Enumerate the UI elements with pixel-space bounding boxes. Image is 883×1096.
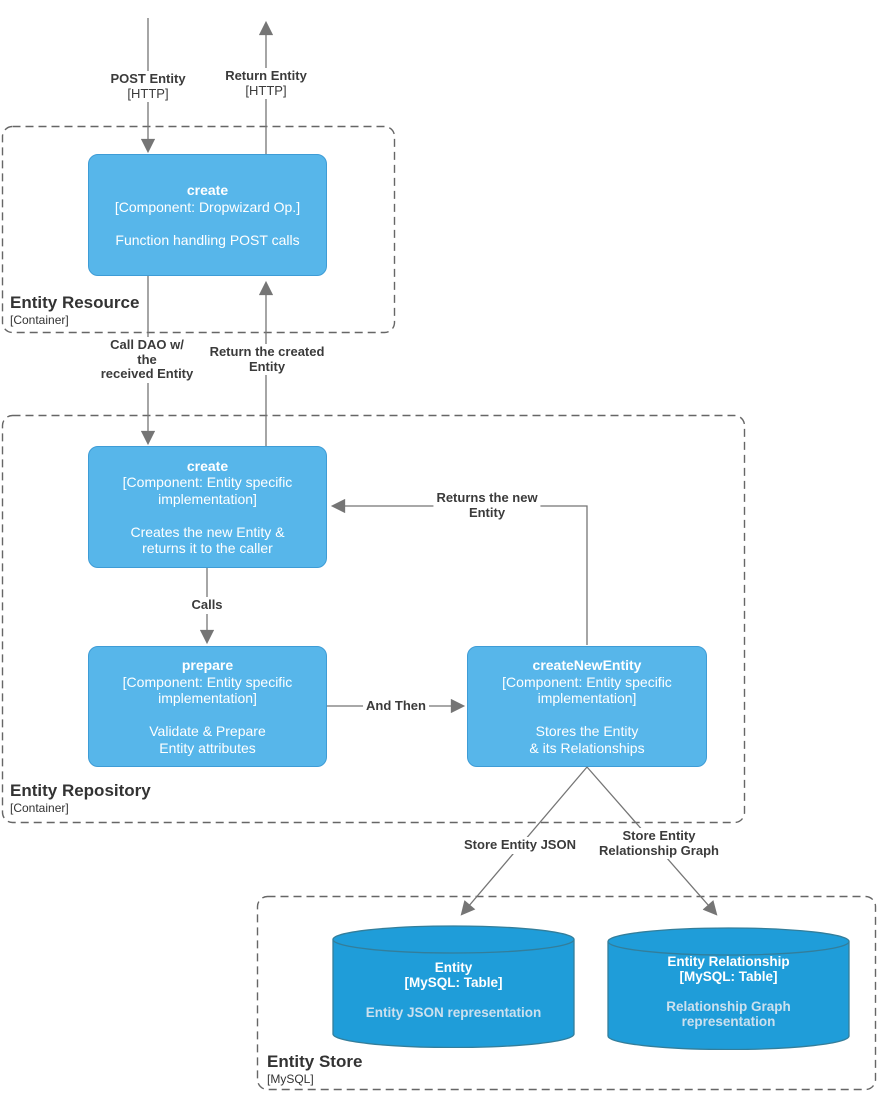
component-title: create (186, 457, 229, 474)
edge-label-and-then: And Then (363, 698, 429, 715)
database-meta: [MySQL: Table] (404, 974, 503, 990)
database-description: Entity JSON representation (365, 1004, 542, 1020)
entity-repository-subtitle: [Container] (10, 801, 69, 815)
component-meta: [Component: Entity specific (122, 673, 293, 690)
entity-repository-label: Entity Repository [Container] (10, 781, 151, 815)
cylinder-body (332, 939, 575, 1048)
edge-label-text: Store Entity (622, 828, 696, 843)
component-create-new-entity: createNewEntity [Component: Entity speci… (467, 646, 707, 767)
edge-label-technology: [HTTP] (127, 85, 169, 101)
component-meta: implementation] (158, 690, 257, 706)
component-description: & its Relationships (529, 739, 645, 756)
edge-label-text: POST Entity (110, 71, 186, 86)
edge-label-text: Entity (248, 358, 286, 374)
component-create-resource: create [Component: Dropwizard Op.] Funct… (88, 154, 327, 276)
edge-label-text: the (137, 351, 157, 367)
component-meta: implementation] (158, 490, 257, 507)
database-meta: [MySQL: Table] (679, 969, 778, 984)
database-title: Entity Relationship (667, 954, 790, 969)
database-description: representation (681, 1014, 776, 1029)
database-title: Entity (434, 959, 473, 975)
edge-label-text: Calls (191, 597, 223, 612)
component-title: create (186, 182, 229, 198)
edge-label-text: And Then (366, 698, 426, 713)
database-text: Entity [MySQL: Table] Entity JSON repres… (332, 941, 575, 1038)
edge-label-text: Relationship Graph (599, 842, 719, 858)
cylinder-shape (332, 925, 575, 1048)
edge-label-technology: [HTTP] (245, 82, 287, 98)
entity-store-subtitle: [MySQL] (267, 1072, 314, 1086)
edge-label-text: Return Entity (225, 68, 307, 83)
component-meta: implementation] (537, 690, 637, 706)
edge-label-text: Call DAO w/ (110, 337, 184, 352)
component-description: returns it to the caller (142, 540, 273, 556)
edge-label-post-entity: POST Entity [HTTP] (107, 71, 189, 102)
database-entity-table: Entity [MySQL: Table] Entity JSON repres… (332, 925, 575, 1048)
entity-store-label: Entity Store [MySQL] (267, 1052, 362, 1086)
entity-resource-label: Entity Resource [Container] (10, 293, 139, 327)
edge-label-returns-new-entity: Returns the new Entity (433, 490, 541, 521)
component-description: Creates the new Entity & (130, 523, 285, 540)
edge-label-text: Store Entity JSON (464, 837, 576, 852)
cylinder-body (607, 941, 850, 1050)
edge-returns-new-entity-arrow (330, 498, 588, 645)
component-description: Stores the Entity (535, 723, 639, 739)
edge-label-store-relationship-graph: Store Entity Relationship Graph (596, 828, 722, 859)
edge-label-calls: Calls (188, 597, 226, 614)
component-meta: [Component: Entity specific (122, 474, 293, 490)
component-description: Validate & Prepare (149, 723, 266, 739)
component-meta: [Component: Entity specific (502, 673, 672, 690)
edge-label-text: received Entity (100, 366, 194, 381)
cylinder-shape (607, 927, 850, 1050)
edge-label-return-created: Return the created Entity (206, 344, 328, 375)
component-title: createNewEntity (532, 657, 642, 673)
entity-resource-subtitle: [Container] (10, 313, 69, 327)
edge-label-return-entity: Return Entity [HTTP] (222, 68, 310, 99)
cylinder-top (332, 925, 575, 954)
component-create-repository: create [Component: Entity specific imple… (88, 446, 327, 568)
edge-label-store-entity-json: Store Entity JSON (461, 837, 579, 854)
edge-label-text: Return the created (209, 344, 325, 359)
component-title: prepare (181, 657, 234, 673)
database-description: Relationship Graph (666, 999, 791, 1014)
entity-repository-title: Entity Repository (10, 781, 151, 800)
database-text: Entity Relationship [MySQL: Table] Relat… (607, 943, 850, 1040)
component-meta: [Component: Dropwizard Op.] (114, 198, 301, 215)
entity-store-title: Entity Store (267, 1052, 363, 1071)
component-prepare: prepare [Component: Entity specific impl… (88, 646, 327, 767)
edge-label-call-dao: Call DAO w/ the received Entity (97, 337, 197, 383)
entity-resource-title: Entity Resource (10, 293, 140, 312)
component-description: Entity attributes (159, 739, 256, 756)
component-description: Function handling POST calls (115, 231, 300, 248)
edge-label-text: Entity (468, 504, 506, 520)
edge-label-text: Returns the new (436, 490, 538, 505)
database-entity-relationship-table: Entity Relationship [MySQL: Table] Relat… (607, 927, 850, 1050)
cylinder-top (607, 927, 850, 956)
